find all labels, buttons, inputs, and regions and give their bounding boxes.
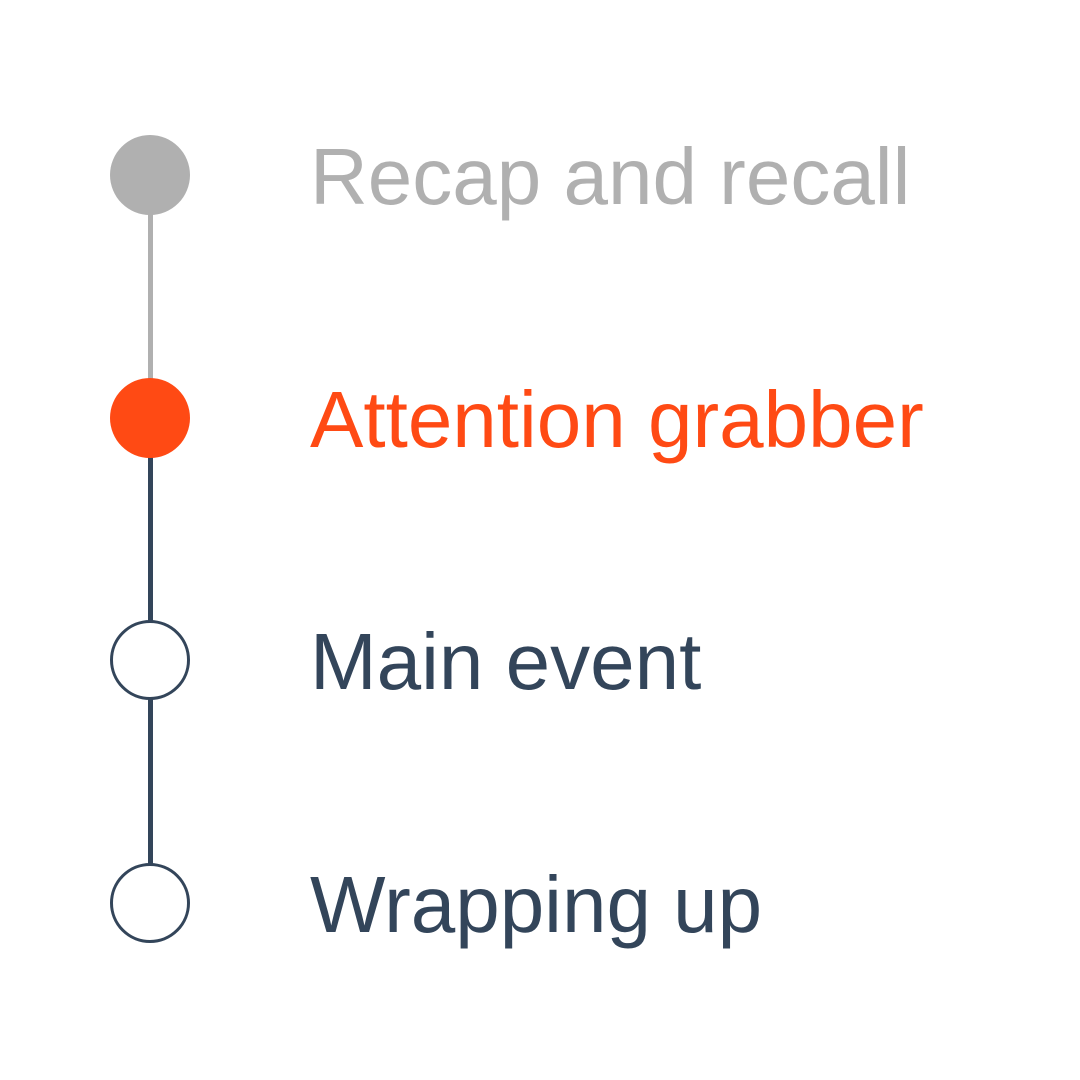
connector-line	[148, 200, 153, 400]
connector-line	[148, 680, 153, 880]
step-marker-done	[110, 135, 190, 215]
step-label: Attention grabber	[310, 375, 924, 464]
connector-line	[148, 440, 153, 640]
step-label: Recap and recall	[310, 132, 911, 221]
step-label: Main event	[310, 617, 702, 706]
step-marker-upcoming	[110, 620, 190, 700]
step-marker-upcoming	[110, 863, 190, 943]
step-label: Wrapping up	[310, 860, 763, 949]
step-marker-current	[110, 378, 190, 458]
